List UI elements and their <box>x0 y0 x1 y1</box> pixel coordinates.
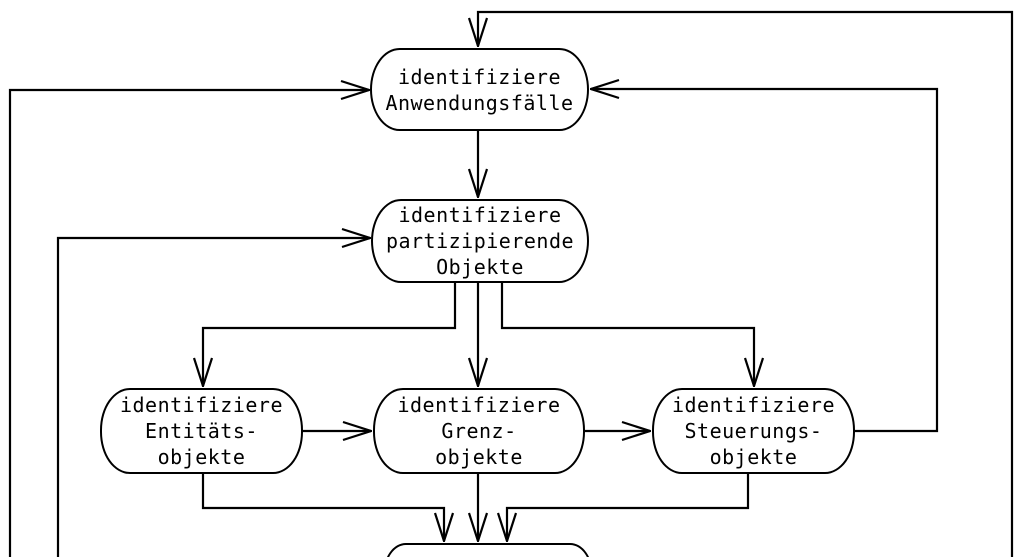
node-identify-boundary-objects-label: identifiziere Grenz- objekte <box>397 393 561 469</box>
node-identify-entity-objects-label: identifiziere Entitäts- objekte <box>119 393 284 469</box>
node-bottom-partial <box>383 543 593 557</box>
edge-control-to-bottom <box>507 474 750 541</box>
node-identify-participating-objects-label: identifiziere partizipierende Objekte <box>385 203 575 279</box>
node-identify-control-objects: identifiziere Steuerungs- objekte <box>652 388 855 474</box>
node-identify-entity-objects: identifiziere Entitäts- objekte <box>100 388 303 474</box>
node-identify-control-objects-label: identifiziere Steuerungs- objekte <box>671 393 836 469</box>
edge-participating-to-control <box>500 283 754 386</box>
edge-participating-to-entity <box>203 283 457 386</box>
node-identify-participating-objects: identifiziere partizipierende Objekte <box>371 199 589 283</box>
node-identify-boundary-objects: identifiziere Grenz- objekte <box>373 388 585 474</box>
node-identify-use-cases-label: identifiziere Anwendungsfälle <box>385 64 574 115</box>
edge-entity-to-bottom <box>201 474 444 541</box>
node-identify-use-cases: identifiziere Anwendungsfälle <box>370 48 589 131</box>
edge-outerloop-left-to-participating <box>56 238 370 557</box>
edge-outerloop-top-to-use-cases <box>478 10 1014 557</box>
edge-outerloop-left-to-use-cases <box>8 90 369 557</box>
edge-control-to-use-cases-feedback <box>591 89 939 433</box>
